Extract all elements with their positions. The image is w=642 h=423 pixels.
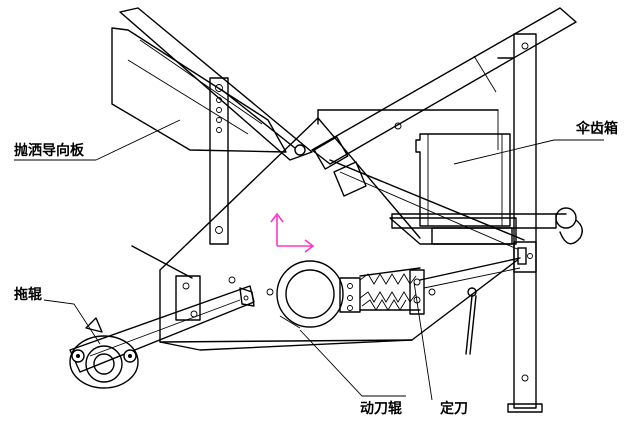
axis-marker: [270, 212, 315, 253]
label-fixed-knife: 定刀: [440, 401, 468, 417]
right-vertical-post: [497, 33, 543, 413]
knife-holder: [339, 267, 421, 313]
support-roller-arm: [69, 245, 255, 373]
deflector-link-rod: [221, 89, 301, 153]
frame-holes: [190, 122, 402, 318]
hanging-pin: [465, 287, 477, 355]
left-hanger-strap: [209, 77, 229, 245]
main-frame: [159, 117, 521, 351]
leader-lines: [14, 119, 604, 401]
rod-pivot: [294, 144, 306, 156]
label-moving-knife-roller: 动刀辊: [360, 401, 402, 417]
label-bevel-gearbox: 伞齿箱: [576, 121, 618, 137]
bevel-gearbox-body: [389, 133, 517, 245]
moving-knife-roller: [276, 260, 344, 329]
label-support-roller: 拖辊: [14, 287, 42, 303]
post-clamp: [513, 241, 537, 273]
cross-beam: [391, 207, 583, 245]
support-roller: [69, 335, 139, 389]
tension-rod: [329, 159, 525, 241]
fixed-knife-block: [409, 269, 436, 315]
lower-link: [419, 257, 521, 281]
label-deflector: 抛洒导向板: [14, 143, 84, 159]
arm-bracket: [333, 161, 367, 197]
